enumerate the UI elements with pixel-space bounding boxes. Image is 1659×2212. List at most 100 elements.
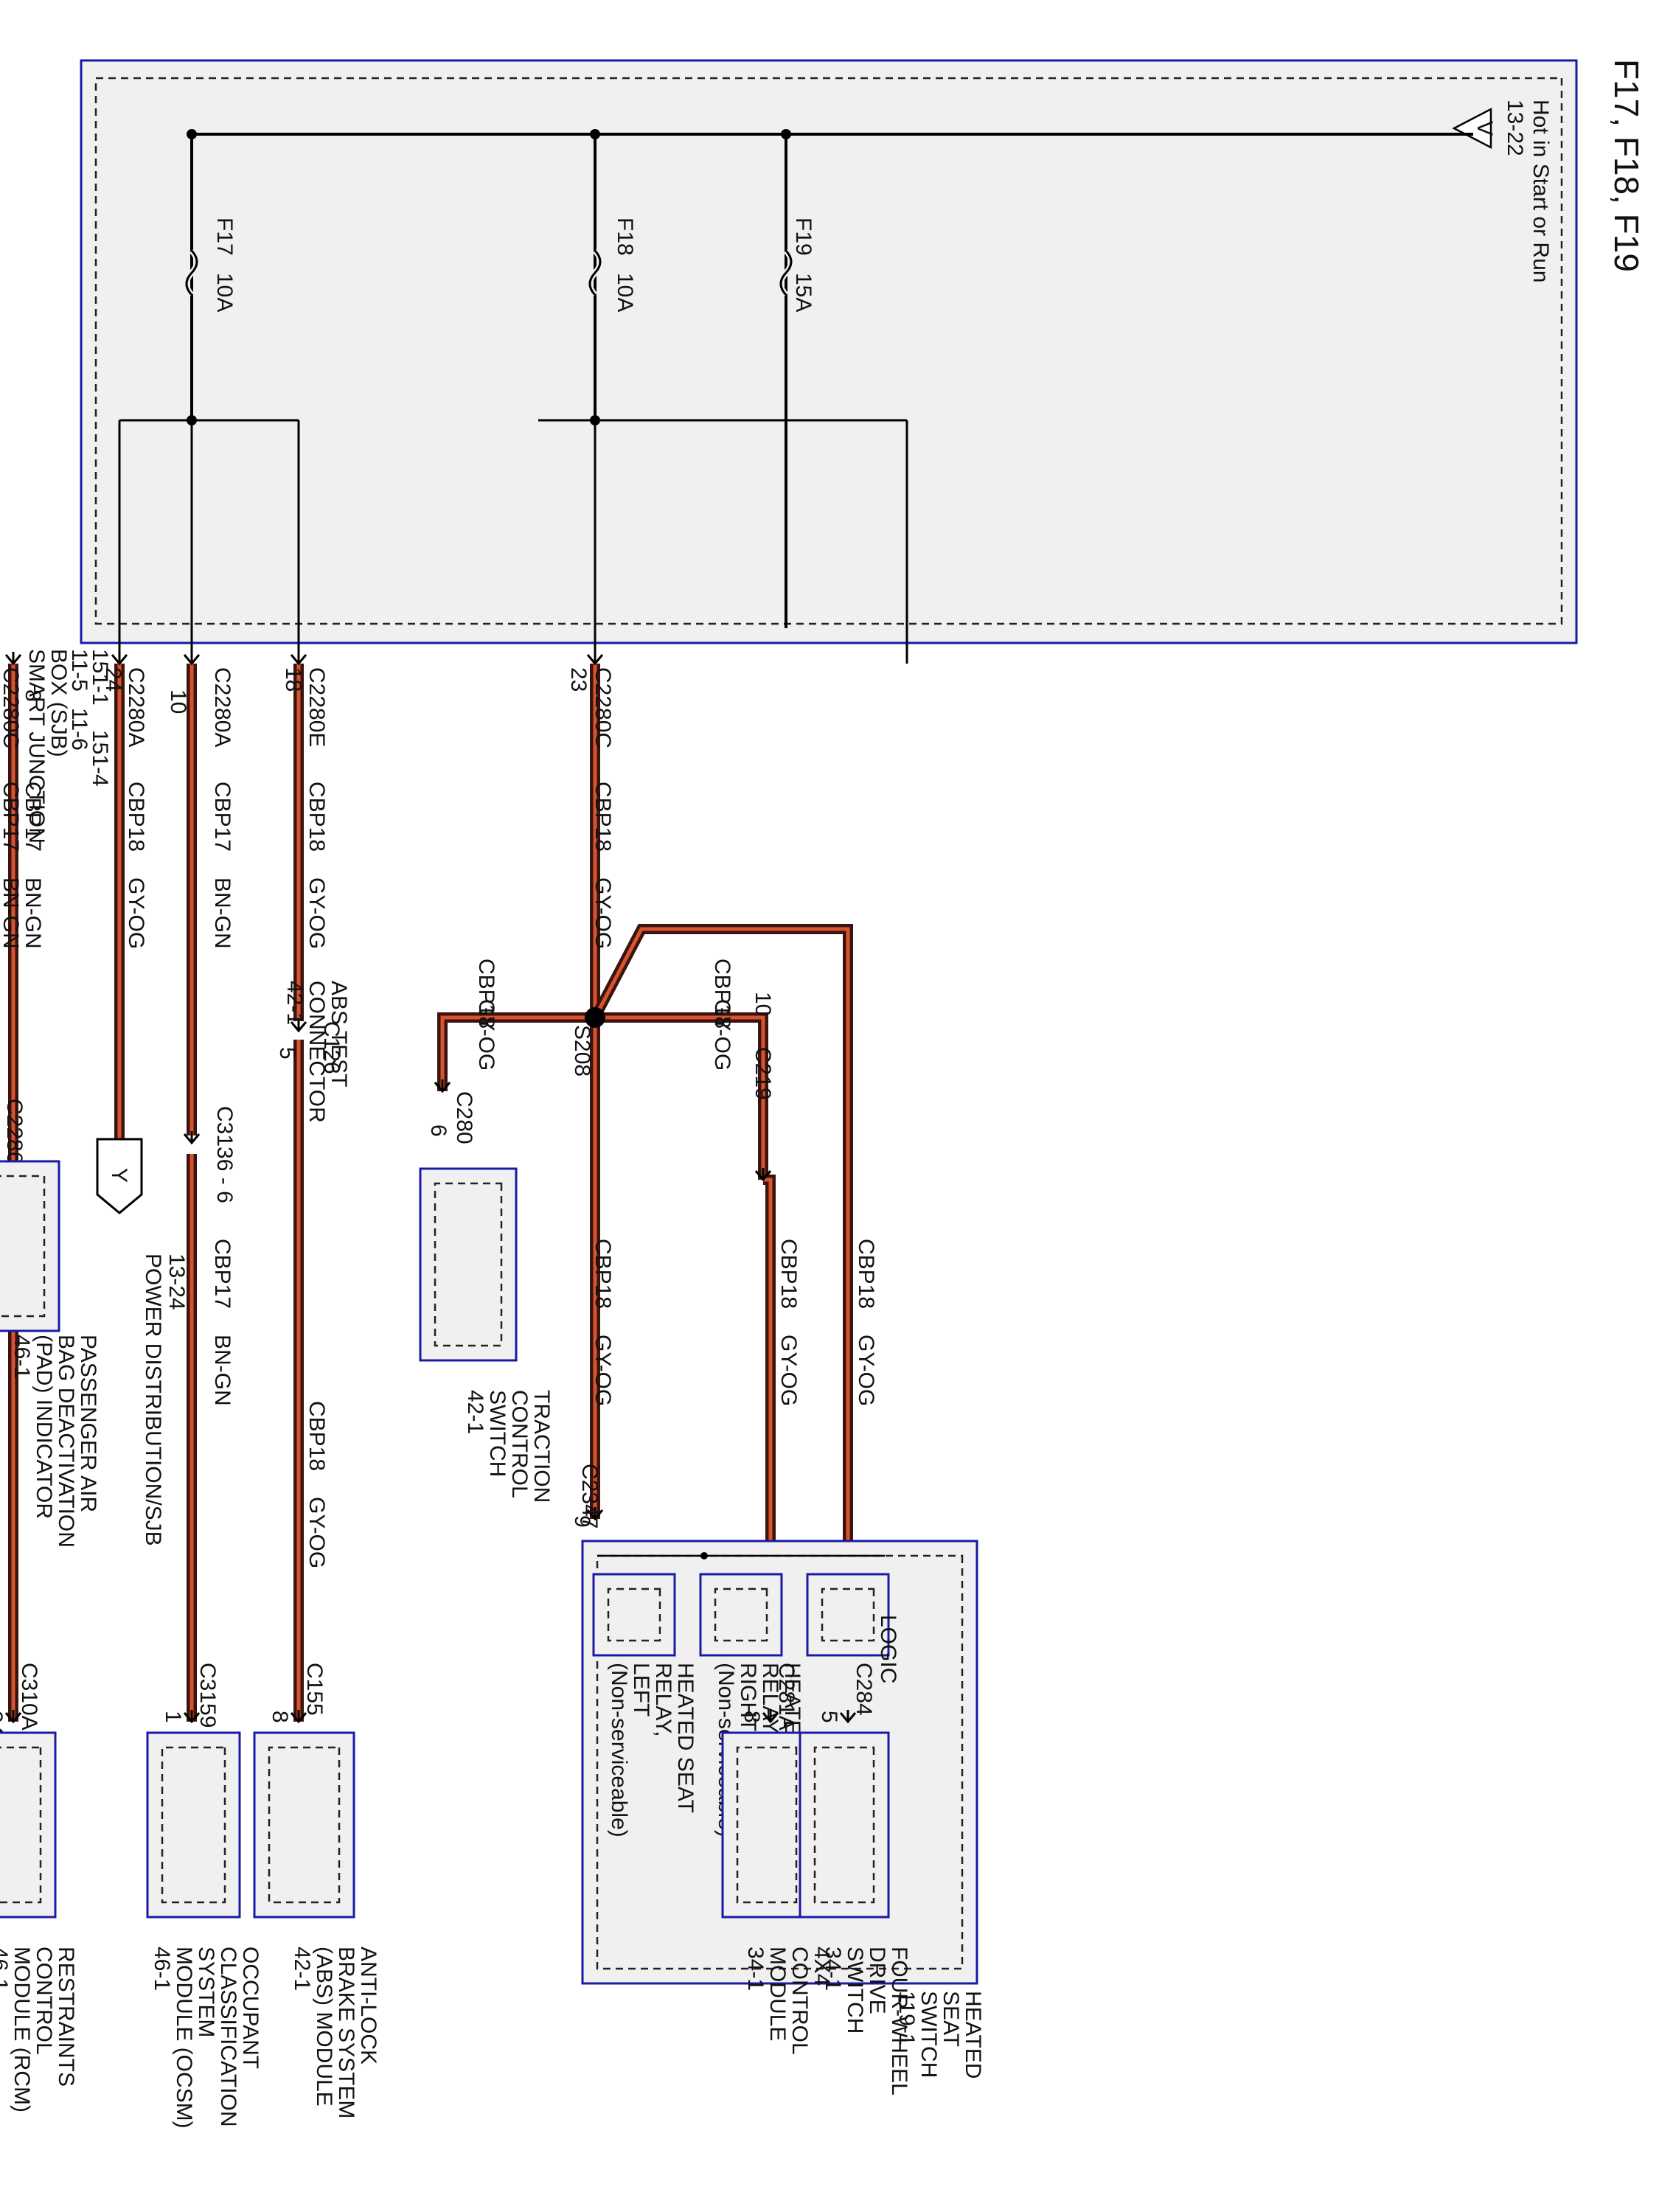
wire-2-pin: 18 — [281, 667, 305, 692]
wire-3-connector: C2280C — [591, 667, 615, 748]
rcm-label-line-4: 46-1 — [0, 1947, 12, 1991]
abs-module-label-line-2: BRAKE SYSTEM — [334, 1947, 358, 2118]
c281a-pin: 8 — [740, 1711, 764, 1723]
logic-label-line-1: LOGIC — [876, 1615, 900, 1683]
c280-id: C280 — [452, 1091, 476, 1144]
sjb-connector-chevron-6 — [4, 652, 22, 666]
internal-branches — [118, 419, 908, 664]
abs-module-label-line-4: 42-1 — [290, 1947, 314, 1991]
wire-6-color: BN-GN — [21, 877, 45, 949]
s208-c280-color: GY-OG — [474, 999, 498, 1071]
rcm-label-line-2: CONTROL — [32, 1947, 56, 2055]
c2347-chevron — [586, 1507, 604, 1521]
power-source-letter: V — [1472, 121, 1497, 136]
relay-left-box — [592, 1573, 676, 1657]
rcm-label-line-3: MODULE (RCM) — [10, 1947, 34, 2112]
c284-branch-color: GY-OG — [854, 1335, 878, 1406]
fwd-switch-box-inner — [813, 1746, 875, 1904]
heated-seat-logic-dot — [700, 1552, 708, 1559]
traction-label-line-1: TRACTION — [529, 1390, 554, 1503]
heated-seat-switch-label-line-2: SEAT — [939, 1991, 963, 2047]
sjb-label-6: 151-4 — [88, 730, 112, 787]
pad-label-line-1: PASSENGER AIR — [76, 1335, 100, 1512]
diagram-title: F17, F18, F19 — [1607, 59, 1646, 272]
relay-left-box-inner — [607, 1587, 661, 1642]
wire-s208-c219-outer — [595, 1012, 768, 1180]
s208-c2347-circuit: CBP18 — [591, 1239, 615, 1309]
ocsm-label-line-1: OCCUPANT — [238, 1947, 262, 2069]
sjb-connector-chevron-4 — [183, 652, 201, 666]
wire-1-circuit: CBP18 — [124, 782, 148, 852]
heated-seat-switch-label-line-3: SWITCH — [917, 1991, 941, 2078]
power-dist-ref: 13-24 — [164, 1253, 189, 1310]
logic-box-inner — [821, 1587, 875, 1642]
fuse-f19-rating: 15A — [791, 273, 815, 312]
fuse-symbols — [184, 248, 794, 297]
fwd-switch-label-line-2: DRIVE — [865, 1947, 889, 2014]
rcm-box — [0, 1731, 57, 1919]
power-source-ref: 13-22 — [1503, 100, 1527, 156]
wire-2-color: GY-OG — [305, 877, 329, 949]
sjb-connector-chevron-1 — [111, 652, 128, 666]
abs-test-label-line-2: CONNECTOR — [305, 981, 329, 1123]
ocsm-label-line-2: CLASSIFICATION — [216, 1947, 240, 2126]
c126-pin: 5 — [275, 1047, 299, 1060]
pad-label-line-3: (PAD) INDICATOR — [32, 1335, 56, 1519]
pad-indicator-box — [0, 1160, 60, 1332]
diagram-components: C2280ACBP17BN-GN10C2280CCBP17BN-GN7CBP17… — [0, 652, 985, 2129]
c3136-c3159-circuit: CBP17 — [210, 1239, 234, 1309]
power-source-symbol — [1452, 107, 1492, 150]
wire-6-pin: 8 — [21, 689, 45, 702]
ocsm-label-line-3: SYSTEM — [194, 1947, 218, 2037]
wire-5-connector: C2280C — [0, 667, 23, 748]
pad-label-line-2: BAG DEACTIVATION — [54, 1335, 78, 1548]
c284-chevron — [839, 1710, 857, 1724]
c3159-pin: 1 — [161, 1711, 185, 1723]
c2347-pin: 9 — [570, 1515, 594, 1528]
relay-right-box-inner — [714, 1587, 768, 1642]
sjb-connector-chevron-3 — [586, 652, 604, 666]
fuse-f19-id: F19 — [791, 218, 815, 256]
rcm-box-inner — [0, 1746, 42, 1904]
s208-c2347-color: GY-OG — [591, 1335, 615, 1406]
sjb-connector-chevron-2 — [290, 652, 307, 666]
abs-module-box — [253, 1731, 355, 1919]
c155-id: C155 — [302, 1663, 327, 1716]
c126-c155-circuit: CBP18 — [305, 1401, 329, 1471]
fwd-switch-label-line-4: 34-1 — [821, 1947, 845, 1991]
wire-4-connector: C2280A — [210, 667, 234, 747]
wire-s208-c284-core — [593, 927, 850, 1722]
c126-c155-color: GY-OG — [305, 1497, 329, 1568]
c3159-chevron — [183, 1710, 201, 1724]
ocsm-label-line-5: 46-1 — [150, 1947, 174, 1991]
wire-3-circuit: CBP18 — [591, 782, 615, 852]
c284-pin: 5 — [817, 1711, 841, 1723]
fuse-f17-id: F17 — [212, 218, 237, 256]
c3136-chevron — [183, 1131, 201, 1145]
fwd-switch-label-line-1: FOUR-WHEEL — [887, 1947, 911, 2096]
wire-4-pin: 10 — [166, 689, 190, 714]
wire-2-connector: C2280E — [305, 667, 329, 747]
pad-label-line-4: 46-1 — [10, 1335, 34, 1379]
wire-1-color: GY-OG — [124, 877, 148, 949]
control-4x4-label-line-2: CONTROL — [787, 1947, 812, 2055]
sjb-label-4: 11-6 — [67, 708, 91, 751]
fuse-f17-rating: 10A — [212, 273, 237, 312]
relay-left-label-line-4: (Non-serviceable) — [607, 1663, 631, 1837]
abs-module-label-line-3: (ABS) MODULE — [312, 1947, 336, 2107]
c155-chevron — [290, 1710, 307, 1724]
c2347-id: C2347 — [577, 1464, 602, 1528]
c280-pin: 6 — [426, 1124, 451, 1137]
sjb-label-5: 151-1 — [88, 649, 112, 706]
power-source-label: Hot in Start or Run — [1528, 100, 1553, 282]
relay-right-label-line-2: RELAY, — [758, 1663, 782, 1737]
ocsm-label-line-4: MODULE (OCSM) — [172, 1947, 196, 2129]
traction-switch-box-inner — [434, 1182, 503, 1347]
traction-label-line-3: SWITCH — [485, 1390, 509, 1477]
sjb-box — [80, 59, 1578, 644]
relay-left-label-line-3: LEFT — [629, 1663, 653, 1717]
control-4x4-label-line-1: 4X4 — [810, 1947, 834, 1986]
c310a-pin: 24 — [0, 1711, 7, 1735]
c219-chevron — [754, 1168, 772, 1182]
fuse-f18-rating: 10A — [613, 273, 637, 312]
